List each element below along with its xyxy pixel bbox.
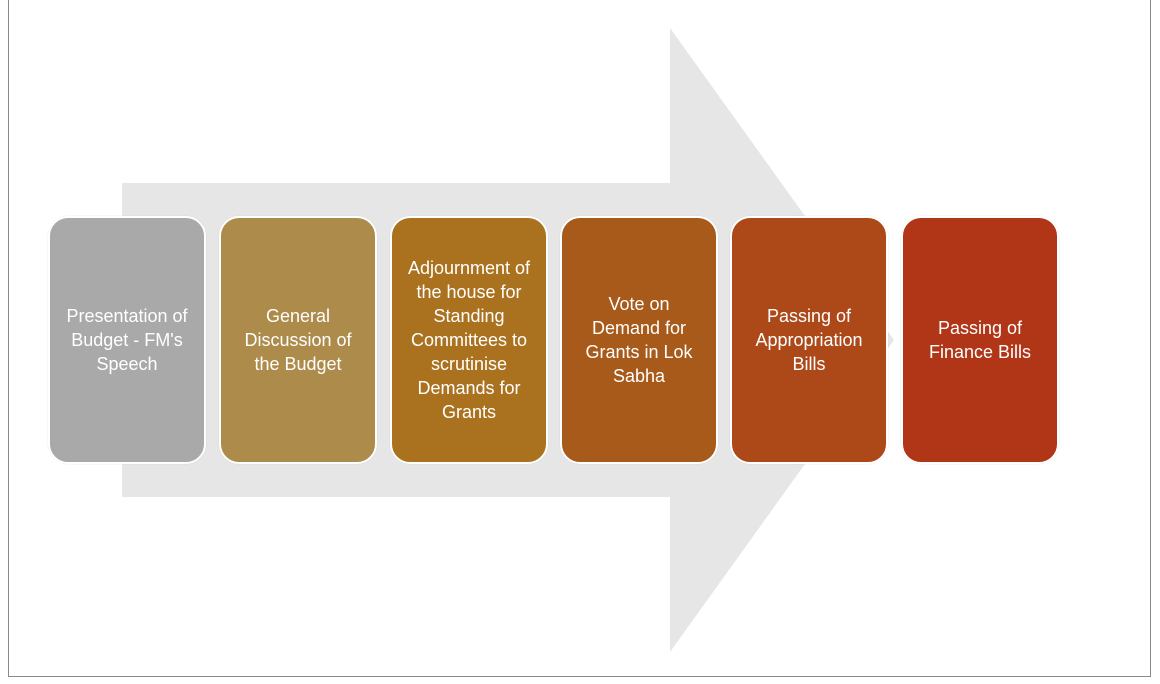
step-label: Vote on Demand for Grants in Lok Sabha (585, 294, 693, 386)
step-label: Adjournment of the house for Standing Co… (407, 258, 531, 422)
step-adjournment-standing-committees: Adjournment of the house for Standing Co… (390, 216, 548, 464)
step-passing-finance-bills: Passing of Finance Bills (901, 216, 1059, 464)
step-label: Passing of Finance Bills (928, 318, 1032, 362)
step-label: Presentation of Budget - FM's Speech (66, 306, 188, 374)
step-label: General Discussion of the Budget (244, 306, 352, 374)
figure-frame (8, 0, 1151, 677)
step-label: Passing of Appropriation Bills (755, 306, 863, 374)
step-presentation-of-budget: Presentation of Budget - FM's Speech (48, 216, 206, 464)
step-passing-appropriation-bills: Passing of Appropriation Bills (730, 216, 888, 464)
step-vote-on-demand-for-grants: Vote on Demand for Grants in Lok Sabha (560, 216, 718, 464)
step-general-discussion: General Discussion of the Budget (219, 216, 377, 464)
